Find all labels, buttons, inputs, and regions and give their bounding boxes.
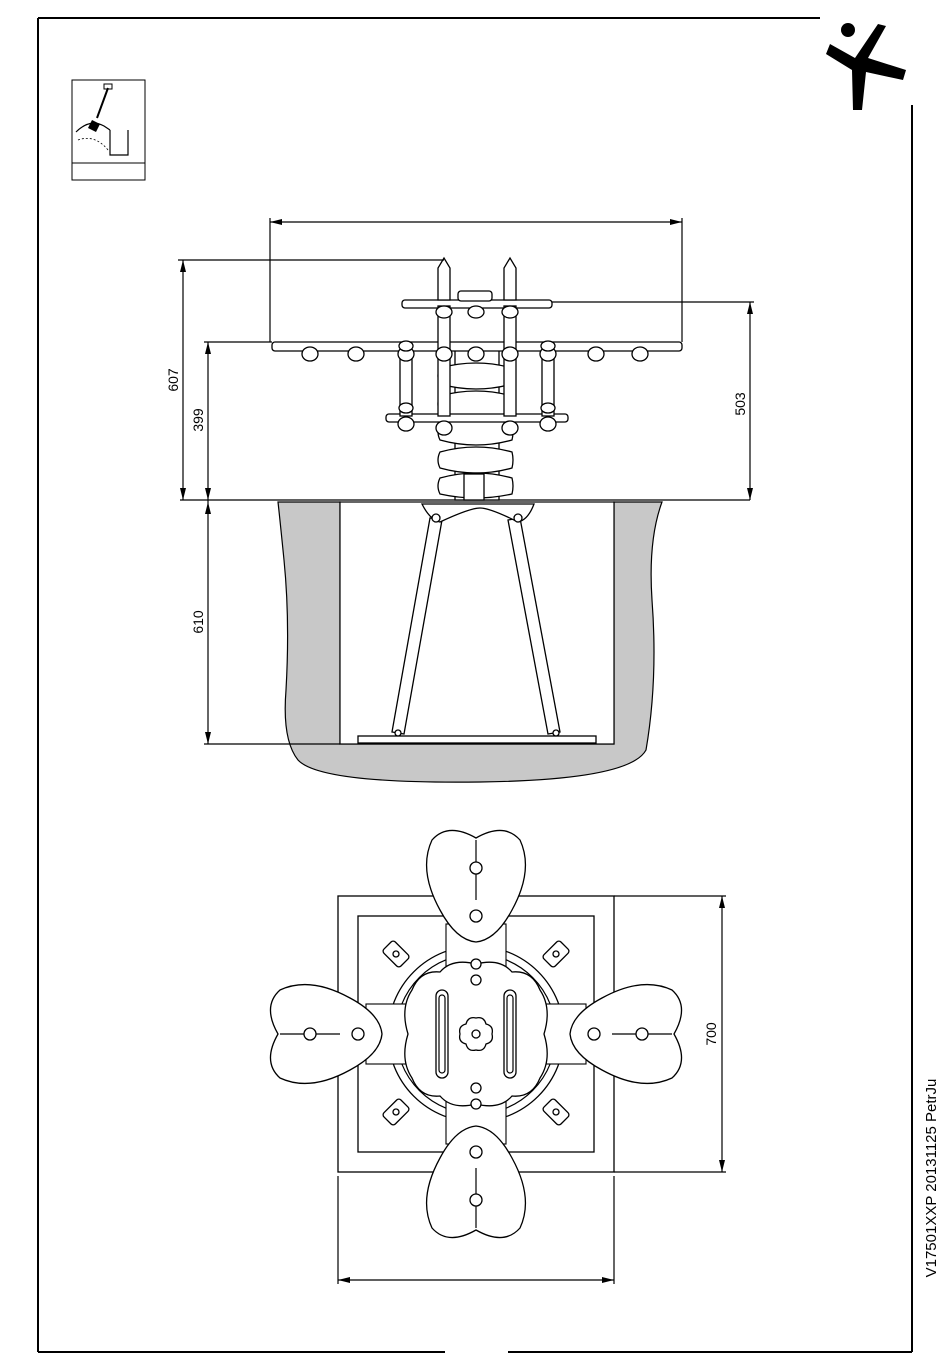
shovel-dig-icon [72,80,145,180]
dimension-607: 607 [165,368,181,392]
top-view: 700 [270,830,726,1284]
dimension-610: 610 [190,610,206,634]
dimension-700: 700 [703,1022,719,1046]
jumping-figure-icon [826,23,906,110]
dimension-399: 399 [190,408,206,432]
side-view: 607 399 610 503 [165,218,754,782]
center-platform [405,959,547,1109]
revision-code: V17501XXP 20131125 PetrJu [923,1079,940,1278]
base-plate [358,736,596,743]
dimension-503: 503 [732,392,748,416]
